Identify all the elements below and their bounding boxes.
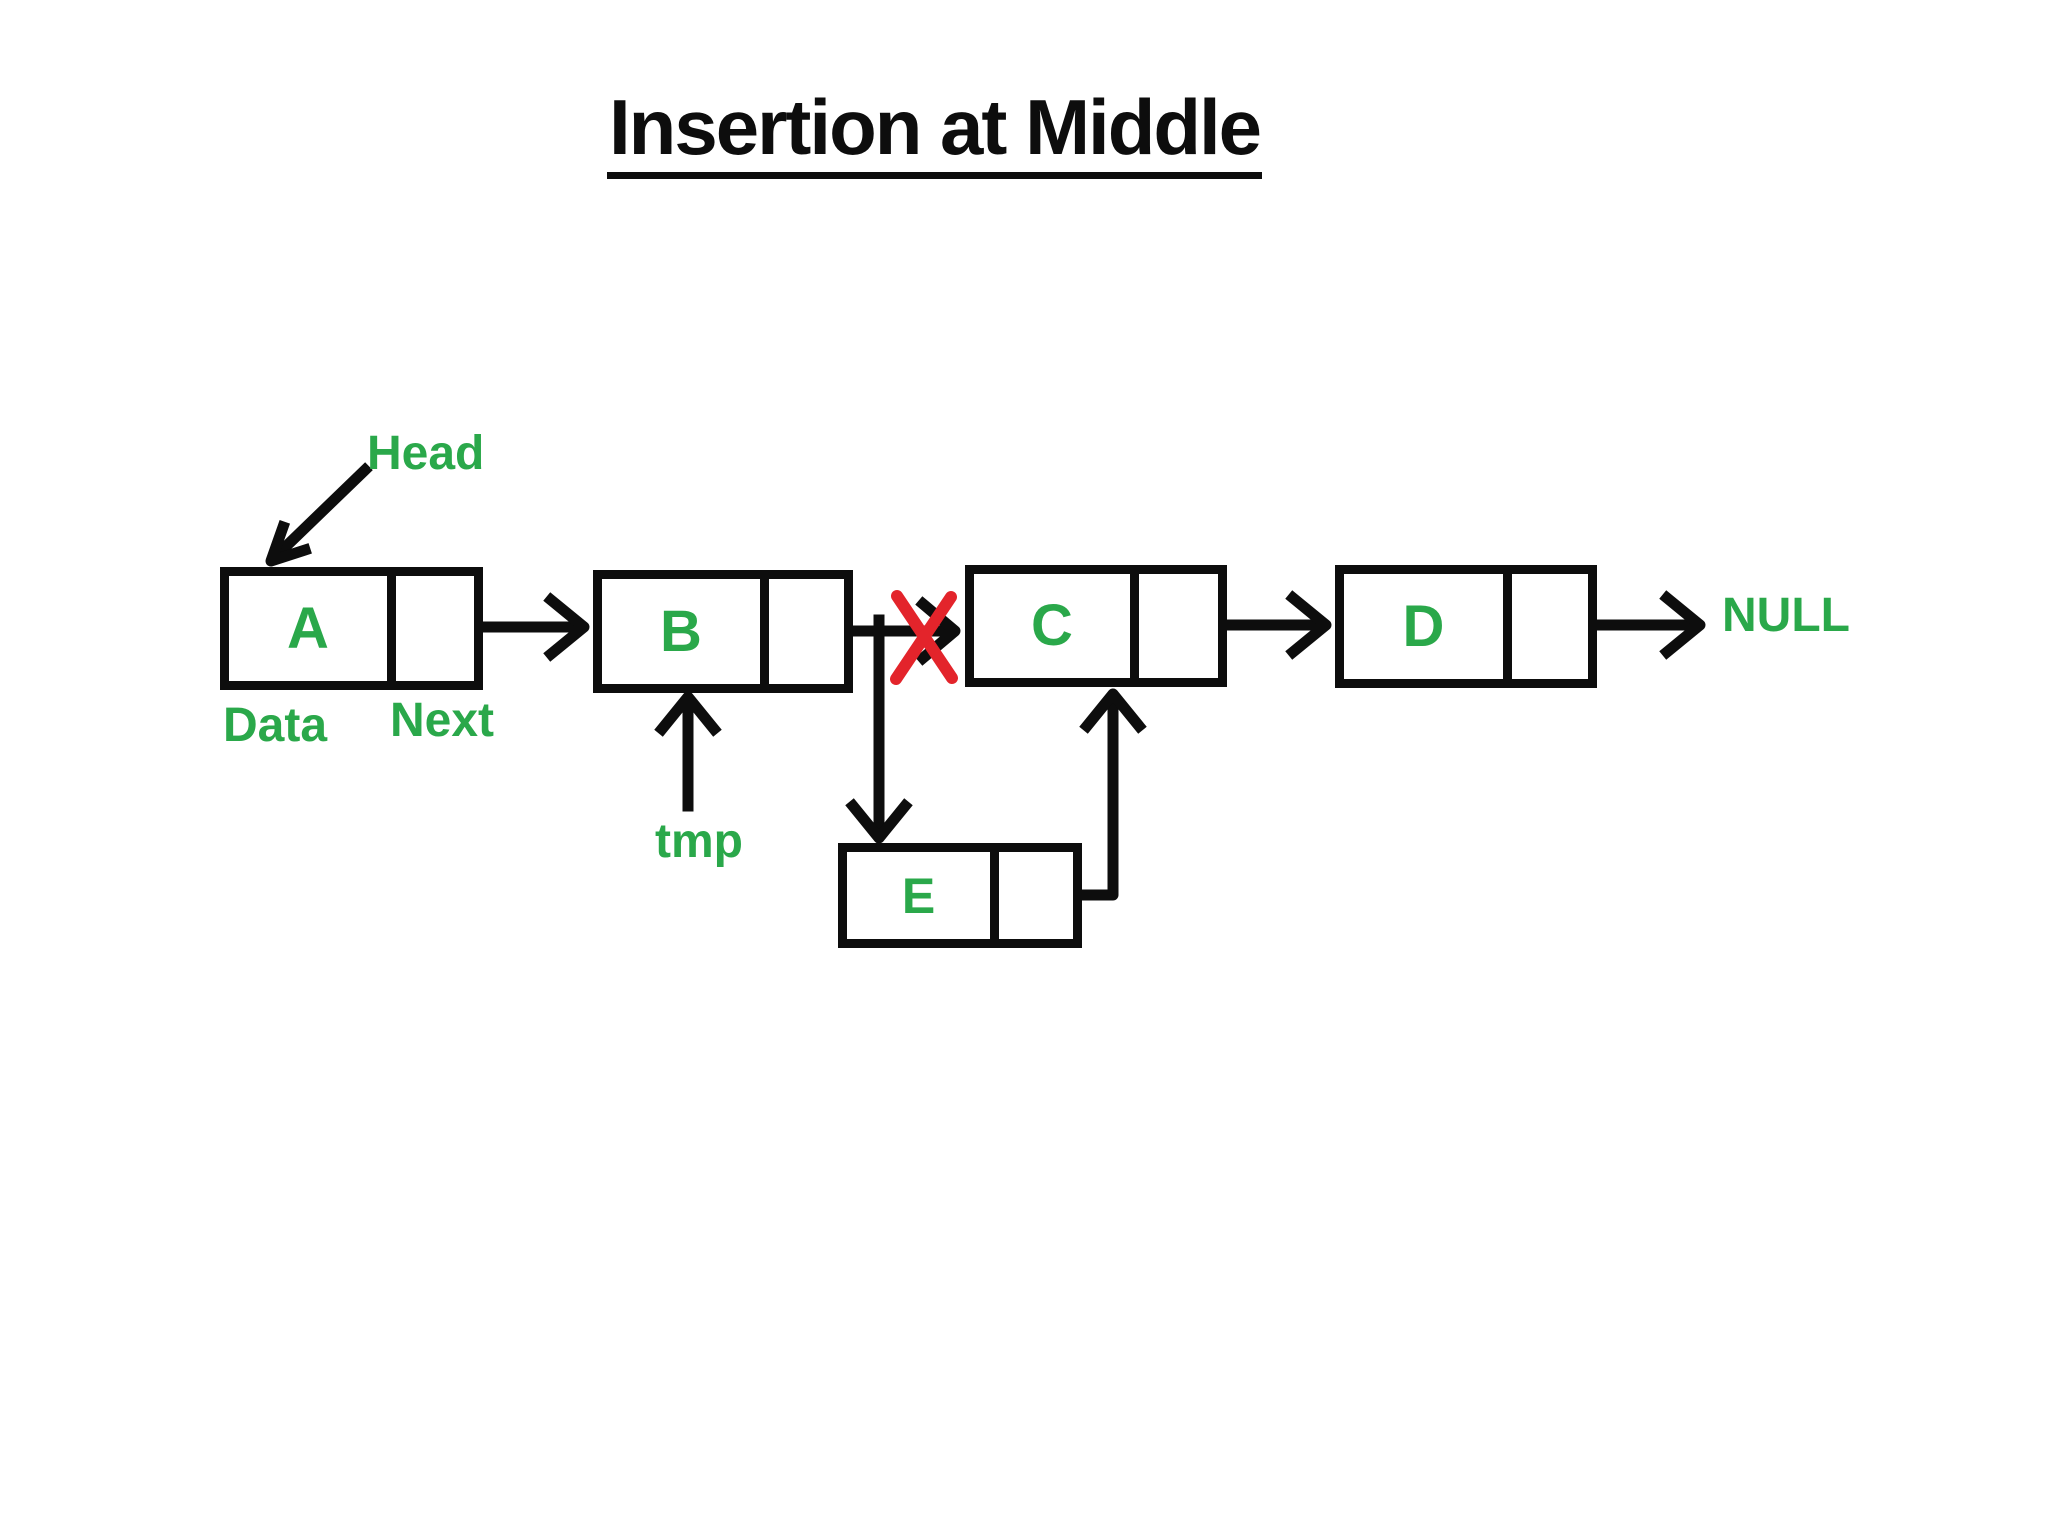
tmp-arrowhead-icon <box>654 691 722 737</box>
node-B-next-cell <box>760 579 844 684</box>
next-field-label: Next <box>390 694 495 747</box>
node-D-next-cell <box>1503 574 1588 679</box>
node-E: E <box>838 843 1082 948</box>
black-link-lines <box>265 462 1706 901</box>
d-to-null-arrowhead-icon <box>1659 590 1706 660</box>
null-terminator-label: NULL <box>1722 589 1850 642</box>
node-D-label: D <box>1402 593 1445 659</box>
head-pointer-label: Head <box>367 427 485 480</box>
c-to-d-arrowhead-icon <box>1285 590 1332 660</box>
page-title: Insertion at Middle <box>607 88 1262 179</box>
node-D: D <box>1335 565 1597 688</box>
data-field-label: Data <box>223 699 328 752</box>
node-A-next-cell <box>387 576 474 681</box>
node-C-data-cell: C <box>974 574 1130 678</box>
head-arrowhead-icon <box>265 519 312 567</box>
b-to-e-arrowhead-icon <box>845 798 913 844</box>
node-B: B <box>593 570 853 693</box>
node-A-data-cell: A <box>229 576 387 681</box>
node-C-label: C <box>1031 593 1073 658</box>
node-E-data-cell: E <box>847 852 990 939</box>
node-B-data-cell: B <box>602 579 760 684</box>
node-C: C <box>965 565 1227 687</box>
tmp-pointer-label: tmp <box>655 815 743 868</box>
node-B-label: B <box>660 598 702 664</box>
head-arrow <box>268 462 373 564</box>
node-E-label: E <box>901 867 936 924</box>
node-E-next-cell <box>990 852 1073 939</box>
node-D-data-cell: D <box>1344 574 1503 679</box>
a-to-b-arrowhead-icon <box>543 592 590 662</box>
node-C-next-cell <box>1130 574 1218 678</box>
e-to-c-arrow <box>1076 694 1119 901</box>
red-x-stroke-2 <box>890 591 957 685</box>
node-A: A <box>220 567 483 690</box>
crossed-link-icon <box>890 590 958 685</box>
node-A-label: A <box>287 595 329 661</box>
e-to-c-arrowhead-icon <box>1079 688 1147 734</box>
